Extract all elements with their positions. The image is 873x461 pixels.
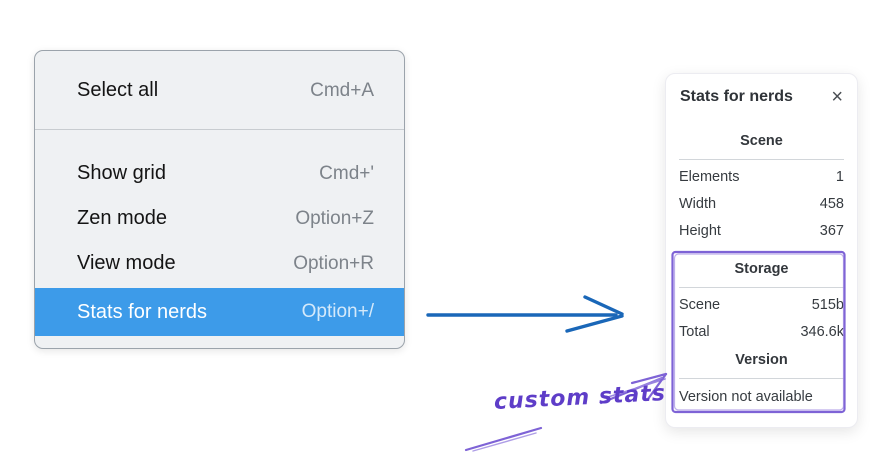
stat-label: Elements: [679, 168, 740, 185]
stat-row-elements: Elements 1: [679, 163, 844, 190]
menu-item-shortcut: Cmd+A: [310, 79, 374, 101]
stat-row-scene-storage: Scene 515b: [679, 291, 844, 318]
section-divider: [679, 378, 844, 379]
stat-row-width: Width 458: [679, 190, 844, 217]
section-header-scene: Scene: [740, 133, 783, 149]
stat-label: Total: [679, 323, 710, 340]
stat-row-height: Height 367: [679, 217, 844, 244]
close-icon[interactable]: ×: [831, 86, 843, 108]
section-header-storage: Storage: [734, 261, 789, 277]
menu-item-zen-mode[interactable]: Zen mode Option+Z: [35, 196, 404, 241]
stat-label: Width: [679, 195, 717, 212]
menu-item-show-grid[interactable]: Show grid Cmd+': [35, 151, 404, 196]
menu-divider: [35, 129, 404, 130]
blue-arrow: [426, 295, 624, 333]
menu-item-label: View mode: [77, 252, 176, 274]
stat-value: 346.6k: [800, 323, 844, 340]
stats-panel-header: Stats for nerds ×: [666, 74, 857, 108]
stat-value: 367: [819, 222, 844, 239]
section-header-version: Version: [735, 352, 788, 368]
version-note: Version not available: [679, 388, 813, 405]
stat-value: 458: [819, 195, 844, 212]
context-menu: Select all Cmd+A Show grid Cmd+' Zen mod…: [34, 50, 405, 349]
stat-label: Scene: [679, 296, 721, 313]
menu-item-label: Stats for nerds: [77, 300, 208, 323]
menu-item-select-all[interactable]: Select all Cmd+A: [35, 68, 404, 113]
stats-panel: Stats for nerds × Scene Elements 1 Width…: [665, 73, 858, 428]
menu-item-shortcut: Option+Z: [295, 207, 374, 229]
stats-panel-title: Stats for nerds: [680, 88, 793, 105]
section-divider: [679, 159, 844, 160]
custom-stats-annotation: custom stats: [493, 381, 667, 415]
menu-item-shortcut: Option+/: [301, 301, 374, 322]
section-divider: [679, 287, 844, 288]
menu-item-label: Show grid: [77, 162, 166, 184]
stat-row-total-storage: Total 346.6k: [679, 318, 844, 345]
stat-label: Height: [679, 222, 721, 239]
stat-value: 515b: [811, 296, 844, 313]
stat-value: 1: [835, 168, 844, 185]
menu-item-shortcut: Option+R: [293, 252, 374, 274]
menu-item-shortcut: Cmd+': [319, 162, 374, 184]
menu-item-label: Zen mode: [77, 207, 168, 229]
menu-item-label: Select all: [77, 79, 159, 101]
menu-item-stats-for-nerds[interactable]: Stats for nerds Option+/: [35, 288, 404, 336]
purple-underline-stroke: [464, 426, 543, 452]
menu-item-view-mode[interactable]: View mode Option+R: [35, 241, 404, 286]
